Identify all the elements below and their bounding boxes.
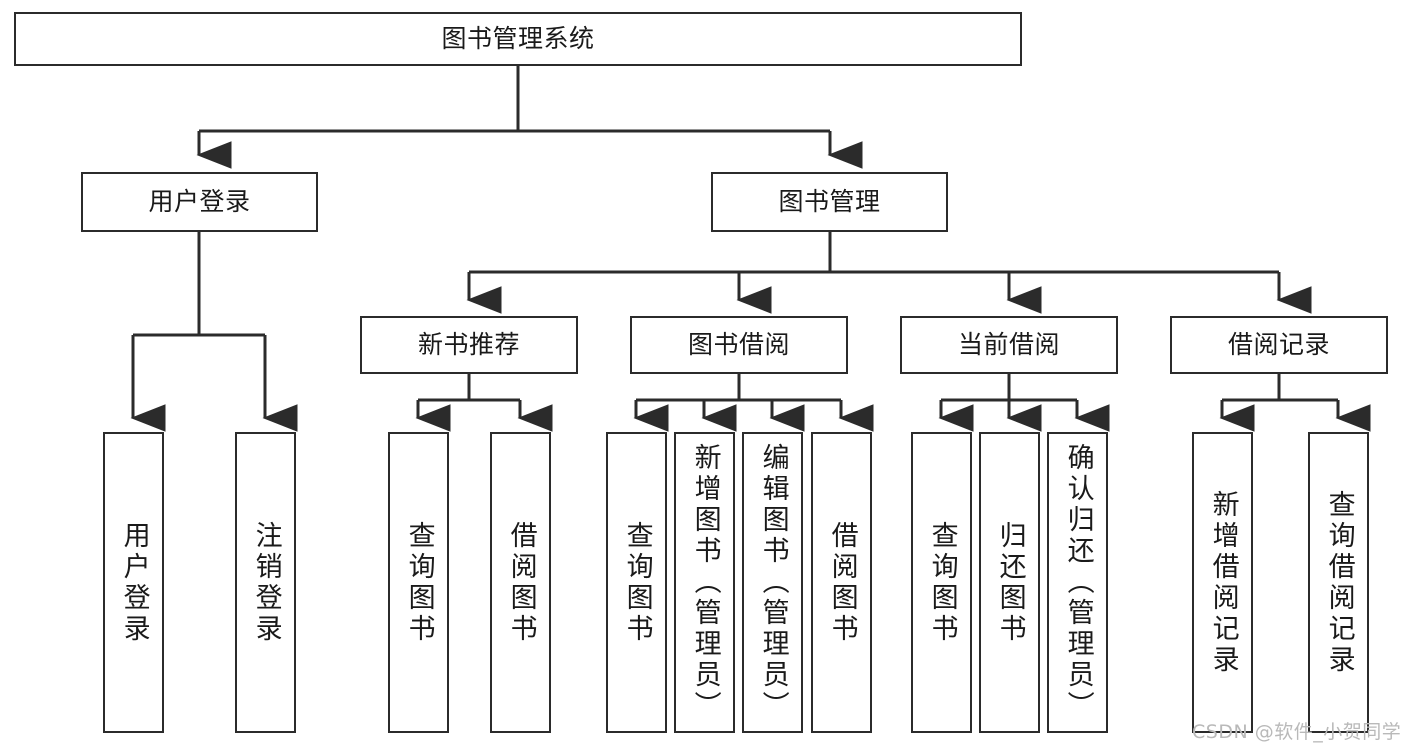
node-leaf-query-book-3-label: 查询图书 <box>926 520 958 645</box>
node-leaf-logout-login[interactable]: 注销登录 <box>235 432 296 733</box>
node-leaf-user-login[interactable]: 用户登录 <box>103 432 164 733</box>
node-leaf-confirm-return-label: 确认归还（管理员） <box>1062 443 1094 722</box>
node-leaf-query-book-3[interactable]: 查询图书 <box>911 432 972 733</box>
node-borrow-record-label: 借阅记录 <box>1227 330 1330 360</box>
node-current-borrow[interactable]: 当前借阅 <box>900 316 1118 374</box>
node-book-borrow[interactable]: 图书借阅 <box>630 316 848 374</box>
node-leaf-borrow-book-1[interactable]: 借阅图书 <box>490 432 551 733</box>
node-current-borrow-label: 当前借阅 <box>957 330 1060 360</box>
node-book-borrow-label: 图书借阅 <box>687 330 790 360</box>
node-leaf-logout-login-label: 注销登录 <box>250 520 282 645</box>
node-book-manage-label: 图书管理 <box>778 187 881 217</box>
node-leaf-edit-book-label: 编辑图书（管理员） <box>757 443 789 722</box>
node-root[interactable]: 图书管理系统 <box>14 12 1022 66</box>
node-user-login-label: 用户登录 <box>148 187 251 217</box>
node-leaf-borrow-book-2[interactable]: 借阅图书 <box>811 432 872 733</box>
node-leaf-add-record-label: 新增借阅记录 <box>1207 489 1239 676</box>
node-leaf-add-book-label: 新增图书（管理员） <box>689 443 721 722</box>
node-root-label: 图书管理系统 <box>441 24 595 54</box>
node-new-book-rec-label: 新书推荐 <box>417 330 520 360</box>
node-leaf-add-book[interactable]: 新增图书（管理员） <box>674 432 735 733</box>
node-leaf-borrow-book-2-label: 借阅图书 <box>826 520 858 645</box>
node-leaf-query-record[interactable]: 查询借阅记录 <box>1308 432 1369 733</box>
node-leaf-return-book[interactable]: 归还图书 <box>979 432 1040 733</box>
node-leaf-confirm-return[interactable]: 确认归还（管理员） <box>1047 432 1108 733</box>
node-borrow-record[interactable]: 借阅记录 <box>1170 316 1388 374</box>
node-leaf-query-book-2[interactable]: 查询图书 <box>606 432 667 733</box>
csdn-watermark: CSDN @软件_小贺同学 <box>1192 721 1402 743</box>
node-user-login[interactable]: 用户登录 <box>81 172 318 232</box>
node-new-book-rec[interactable]: 新书推荐 <box>360 316 578 374</box>
node-book-manage[interactable]: 图书管理 <box>711 172 948 232</box>
node-leaf-borrow-book-1-label: 借阅图书 <box>505 520 537 645</box>
node-leaf-edit-book[interactable]: 编辑图书（管理员） <box>742 432 803 733</box>
node-leaf-query-book-2-label: 查询图书 <box>621 520 653 645</box>
node-leaf-return-book-label: 归还图书 <box>994 520 1026 645</box>
node-leaf-query-book-1[interactable]: 查询图书 <box>388 432 449 733</box>
node-leaf-user-login-label: 用户登录 <box>118 520 150 645</box>
node-leaf-query-book-1-label: 查询图书 <box>403 520 435 645</box>
node-leaf-query-record-label: 查询借阅记录 <box>1323 489 1355 676</box>
node-leaf-add-record[interactable]: 新增借阅记录 <box>1192 432 1253 733</box>
